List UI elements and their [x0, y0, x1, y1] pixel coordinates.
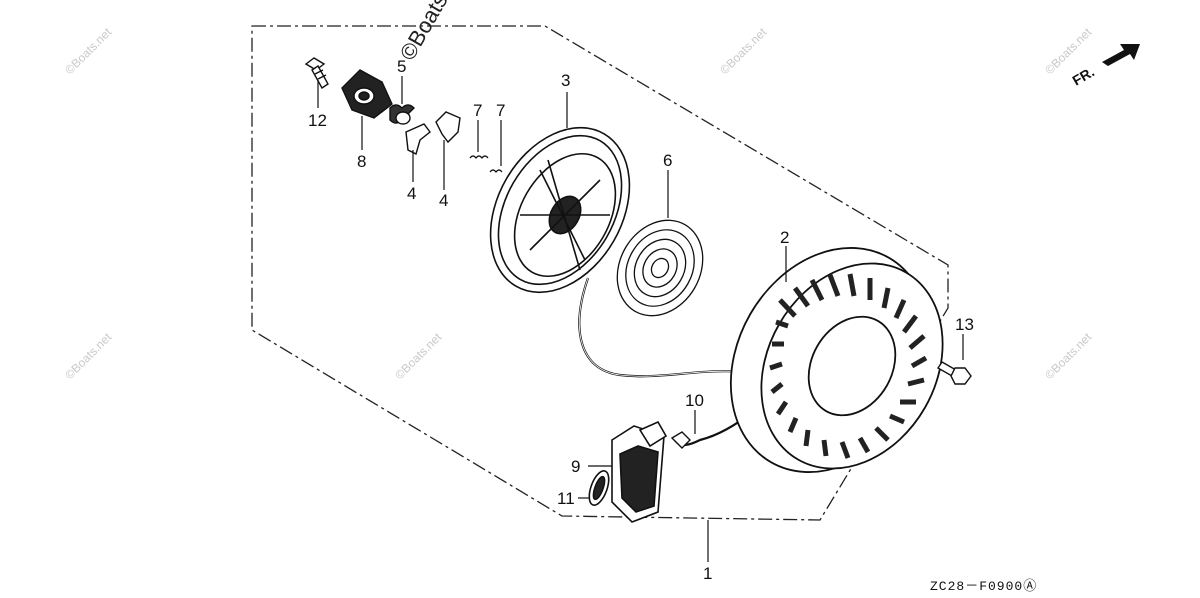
part-label-8: 8	[357, 152, 366, 171]
grip-insert-11-icon	[588, 470, 610, 506]
part-label-12: 12	[308, 111, 327, 130]
part-label-4: 4	[407, 184, 416, 203]
part-label-9: 9	[571, 457, 580, 476]
part-label-11: 11	[557, 489, 575, 508]
watermark: ©Boats.net	[1042, 330, 1094, 382]
part-label-5: 5	[397, 57, 406, 76]
starter-case-2-icon	[729, 247, 944, 473]
part-label-10: 10	[685, 391, 704, 410]
bolt-12-icon	[304, 57, 329, 90]
ratchet-8-icon	[341, 69, 393, 119]
watermark: ©Boats.net	[392, 330, 444, 382]
spring-7-icon	[469, 155, 503, 173]
bolt-13-icon	[937, 361, 972, 385]
pawl-4-icon	[405, 111, 461, 156]
drawing-code: ZC28－F0900Ⓐ	[930, 579, 1037, 594]
recoil-spring-6-icon	[616, 219, 704, 317]
part-label-1: 1	[703, 564, 712, 583]
watermark: ©Boats.net	[62, 25, 114, 77]
part-label-7: 7	[473, 101, 482, 120]
starter-reel-3-icon	[489, 126, 631, 294]
spring-5-icon	[389, 104, 415, 125]
watermark: ©Boats.net	[717, 25, 769, 77]
watermark: ©Boats.net	[62, 330, 114, 382]
part-label-2: 2	[780, 228, 789, 247]
part-label-6: 6	[663, 151, 672, 170]
rope-knot-10-icon	[670, 431, 691, 449]
part-label-13: 13	[955, 315, 974, 334]
part-label-4: 4	[439, 191, 448, 210]
part-label-7: 7	[496, 101, 505, 120]
part-label-3: 3	[561, 71, 570, 90]
callout-labels: 12 8 5 4 4 7 7 3 6 2 13 10 9 11 1	[308, 57, 974, 583]
watermark-dark: ©Boats.net	[395, 0, 471, 65]
front-direction-icon: FR.	[1070, 44, 1140, 89]
direction-label: FR.	[1070, 63, 1098, 88]
leader-lines	[317, 76, 964, 562]
starter-grip-9-icon	[611, 420, 668, 523]
